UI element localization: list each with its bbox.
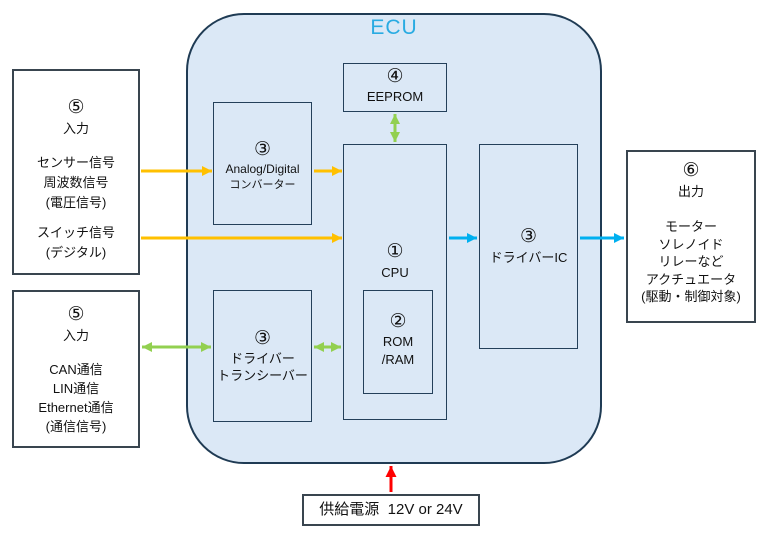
adc-label-line2: コンバーター — [229, 179, 296, 191]
circled-number-2: ② — [389, 311, 407, 332]
circled-number-6: ⑥ — [682, 160, 700, 181]
input-line: 周波数信号 — [43, 175, 109, 190]
circled-number-3: ③ — [519, 225, 538, 247]
circled-number-4: ④ — [386, 66, 404, 87]
output-line: モーター — [664, 219, 717, 234]
ecu-title: ECU — [370, 16, 418, 39]
output-box: ⑥ 出力 モーター ソレノイド リレーなど アクチュエータ (駆動・制御対象) — [626, 150, 756, 323]
input-line: スイッチ信号 — [36, 225, 115, 240]
circled-number-3: ③ — [253, 328, 272, 349]
adc-label-line1: Analog/Digital — [225, 162, 300, 176]
output-line: ソレノイド — [658, 236, 724, 252]
output-line: リレーなど — [658, 254, 724, 269]
block-rom-ram: ② ROM /RAM — [363, 290, 433, 394]
cpu-label: CPU — [381, 265, 409, 280]
transceiver-label-line1: ドライバー — [230, 351, 295, 366]
input-line: (電圧信号) — [45, 195, 107, 210]
power-supply-label: 供給電源 12V or 24V — [319, 501, 463, 518]
input-line: Ethernet通信 — [38, 400, 114, 415]
output-title: 出力 — [677, 184, 704, 199]
circled-number-3: ③ — [253, 139, 272, 160]
circled-number-5: ⑤ — [67, 304, 85, 325]
rom-label-line2: /RAM — [381, 352, 415, 367]
block-cpu: ① CPU ② ROM /RAM — [343, 144, 447, 420]
rom-label-line1: ROM — [382, 334, 414, 349]
power-supply-box: 供給電源 12V or 24V — [302, 494, 480, 526]
input-line: (通信信号) — [45, 419, 107, 434]
input-line: センサー信号 — [36, 155, 115, 170]
output-line: アクチュエータ — [645, 271, 737, 287]
input-box-signals: ⑤ 入力 センサー信号 周波数信号 (電圧信号) スイッチ信号 (デジタル) — [12, 69, 140, 275]
driver-ic-label: ドライバーIC — [489, 249, 568, 265]
input-line: CAN通信 — [49, 362, 103, 377]
circled-number-5: ⑤ — [67, 97, 85, 118]
input-line: (デジタル) — [45, 245, 107, 260]
input-title: 入力 — [62, 121, 89, 136]
eeprom-label: EEPROM — [366, 89, 424, 104]
output-line: (駆動・制御対象) — [641, 289, 741, 304]
input-box-network: ⑤ 入力 CAN通信 LIN通信 Ethernet通信 (通信信号) — [12, 290, 140, 448]
transceiver-label-line2: トランシーバー — [217, 368, 308, 383]
block-transceiver: ③ ドライバー トランシーバー — [213, 290, 312, 422]
circled-number-1: ① — [386, 241, 404, 262]
block-driver-ic: ③ ドライバーIC — [479, 144, 578, 349]
block-adc: ③ Analog/Digital コンバーター — [213, 102, 312, 225]
input-line: LIN通信 — [52, 381, 100, 396]
block-eeprom: ④ EEPROM — [343, 63, 447, 112]
input-title: 入力 — [62, 328, 89, 343]
